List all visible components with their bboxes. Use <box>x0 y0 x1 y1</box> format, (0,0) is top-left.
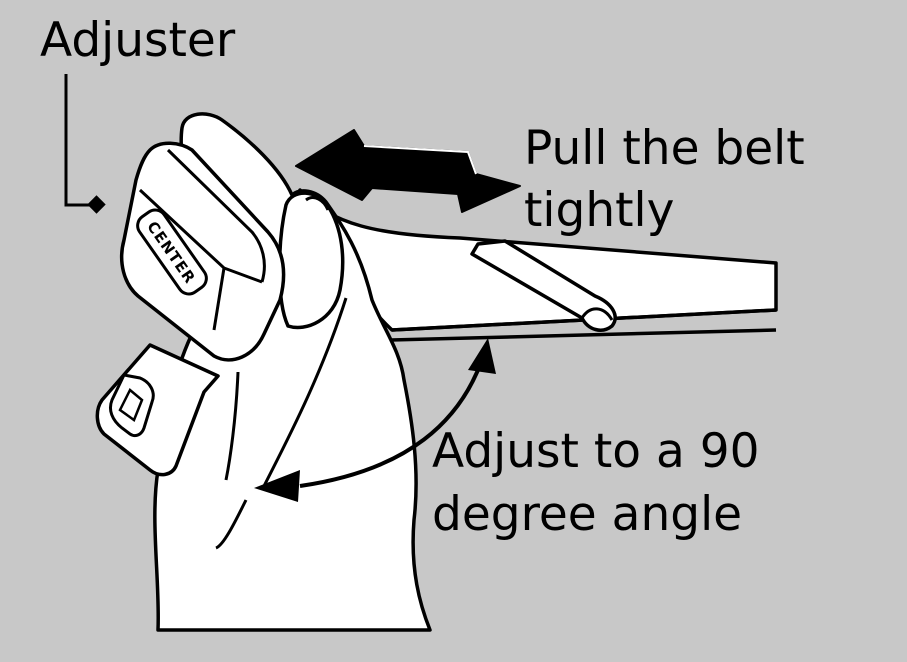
latch-slot <box>108 373 155 438</box>
center-label-plate <box>136 208 208 296</box>
angle-instruction-line-1: Adjust to a 90 <box>432 424 760 479</box>
pull-instruction-line-1: Pull the belt <box>524 121 805 176</box>
pull-instruction-line-2: tightly <box>524 183 675 238</box>
angle-instruction-line-2: degree angle <box>432 487 743 542</box>
angle-arrowhead-top <box>468 338 496 374</box>
adjuster-leader-line <box>64 74 106 214</box>
angle-indicator <box>254 338 496 502</box>
pull-direction-arrow <box>295 129 521 213</box>
adjuster-label: Adjuster <box>40 13 236 68</box>
thumb <box>277 191 345 330</box>
buckle-latch-plate <box>95 343 220 477</box>
adjuster-housing: CENTER <box>119 141 286 362</box>
belt-adjuster-clip <box>470 239 617 332</box>
angle-arrowhead-left <box>254 470 300 502</box>
